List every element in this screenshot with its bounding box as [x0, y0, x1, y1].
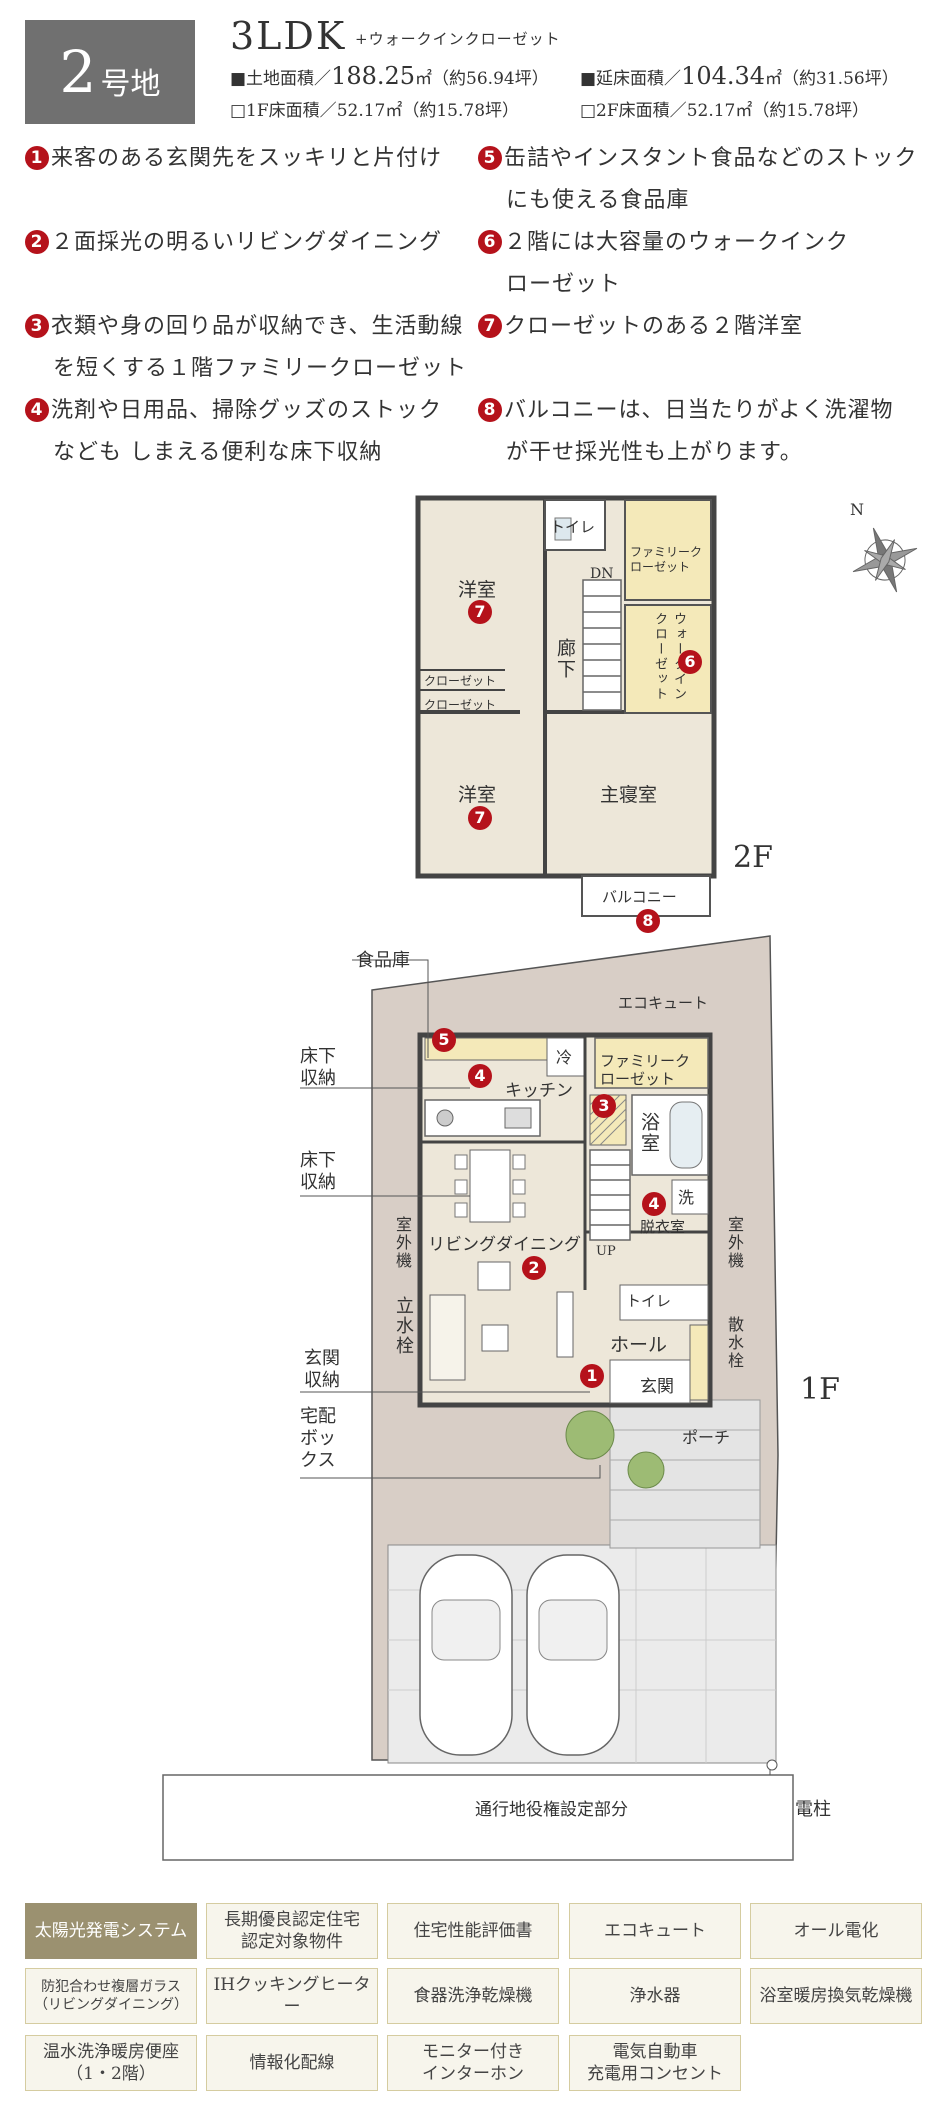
feature-number: 2 — [25, 230, 49, 254]
pantry-label: 食品庫 — [356, 950, 410, 971]
fridge-label: 冷 — [556, 1048, 573, 1067]
stairs-down-2f: DN — [590, 566, 614, 582]
floor-label-1f: 1F — [800, 1372, 840, 1407]
equipment-item: モニター付き インターホン — [387, 2035, 559, 2091]
plan-type: 3LDK — [230, 14, 347, 58]
dressing-room-label: 脱衣室 — [640, 1218, 686, 1236]
underfloor-storage-1: 床下収納 — [300, 1046, 336, 1089]
balcony: バルコニー — [602, 888, 677, 906]
spec-1f-area: □1F床面積／52.17㎡（約15.78坪） — [230, 101, 520, 121]
outdoor-unit-left: 室外機 — [393, 1216, 412, 1270]
sprinkler-tap: 散水栓 — [725, 1316, 744, 1370]
hallway-2f: 廊下 — [554, 638, 576, 680]
ecocute-label: エコキュート — [618, 994, 709, 1012]
badge-7-b: 7 — [468, 806, 492, 830]
equipment-item: 食器洗浄乾燥機 — [387, 1968, 559, 2024]
feature-number: 5 — [478, 146, 502, 170]
equipment-item: 防犯合わせ複層ガラス （リビングダイニング） — [25, 1968, 197, 2024]
entrance-storage: 玄関収納 — [304, 1348, 340, 1391]
equipment-item: 太陽光発電システム — [25, 1903, 197, 1959]
closet-2f-1: クローゼット — [424, 674, 497, 688]
feature-number: 6 — [478, 230, 502, 254]
outdoor-unit-right: 室外機 — [725, 1216, 744, 1270]
feature-number: 8 — [478, 398, 502, 422]
equipment-item: オール電化 — [750, 1903, 922, 1959]
toilet-1f: トイレ — [626, 1292, 672, 1310]
badge-3: 3 — [592, 1094, 616, 1118]
equipment-item: 情報化配線 — [206, 2035, 378, 2091]
right-of-way-label: 通行地役権設定部分 — [475, 1800, 628, 1820]
room-western-1: 洋室 — [458, 579, 497, 601]
floor-plan-drawing — [162, 495, 794, 1861]
equipment-item: 温水洗浄暖房便座 （1・2階） — [25, 2035, 197, 2091]
compass-icon: N — [840, 500, 940, 610]
badge-5: 5 — [432, 1028, 456, 1052]
porch-label: ポーチ — [682, 1428, 731, 1447]
delivery-box: 宅配ボックス — [300, 1406, 336, 1471]
feature-number: 7 — [478, 314, 502, 338]
utility-pole-label: 電柱 — [795, 1799, 831, 1820]
hall-label: ホール — [610, 1334, 668, 1356]
badge-1: 1 — [580, 1364, 604, 1388]
spec-total-floor-area: ■延床面積／104.34㎡（約31.56坪） — [580, 62, 899, 90]
floor-label-2f: 2F — [733, 840, 773, 875]
family-closet-2f: ファミリークローゼット — [630, 545, 703, 574]
lot-number-badge: 2 号地 — [25, 20, 195, 124]
underfloor-storage-2: 床下収納 — [300, 1150, 336, 1193]
closet-2f-2: クローゼット — [424, 698, 497, 712]
badge-4-b: 4 — [642, 1192, 666, 1216]
feature-number: 4 — [25, 398, 49, 422]
living-dining-label: リビングダイニング — [428, 1235, 581, 1255]
wash-label: 洗 — [678, 1188, 695, 1207]
kitchen-label: キッチン — [505, 1081, 573, 1101]
equipment-item: 長期優良認定住宅 認定対象物件 — [206, 1903, 378, 1959]
stairs-up-1f: UP — [596, 1244, 616, 1259]
family-closet-1f: ファミリークローゼット — [600, 1052, 691, 1088]
room-western-2: 洋室 — [458, 784, 497, 806]
lot-suffix: 号地 — [100, 67, 161, 102]
bath-label: 浴室 — [638, 1112, 660, 1154]
feature-number: 3 — [25, 314, 49, 338]
room-master-bedroom: 主寝室 — [600, 784, 658, 806]
equipment-item: 浴室暖房換気乾燥機 — [750, 1968, 922, 2024]
equipment-item: 電気自動車 充電用コンセント — [569, 2035, 741, 2091]
water-post: 立水栓 — [393, 1296, 414, 1356]
toilet-2f: トイレ — [550, 518, 596, 536]
feature-number: 1 — [25, 146, 49, 170]
badge-8: 8 — [636, 909, 660, 933]
equipment-item: 浄水器 — [569, 1968, 741, 2024]
badge-4-a: 4 — [468, 1064, 492, 1088]
genkan-label: 玄関 — [640, 1377, 674, 1397]
plan-type-sub: +ウォークインクローゼット — [355, 30, 561, 48]
equipment-item: 住宅性能評価書 — [387, 1903, 559, 1959]
equipment-item: エコキュート — [569, 1903, 741, 1959]
spec-land-area: ■土地面積／188.25㎡（約56.94坪） — [230, 62, 549, 90]
equipment-item: IHクッキングヒーター — [206, 1968, 378, 2024]
lot-number: 2 — [59, 38, 97, 106]
badge-6: 6 — [678, 650, 702, 674]
badge-2: 2 — [522, 1256, 546, 1280]
badge-7-a: 7 — [468, 600, 492, 624]
spec-2f-area: □2F床面積／52.17㎡（約15.78坪） — [580, 101, 870, 121]
